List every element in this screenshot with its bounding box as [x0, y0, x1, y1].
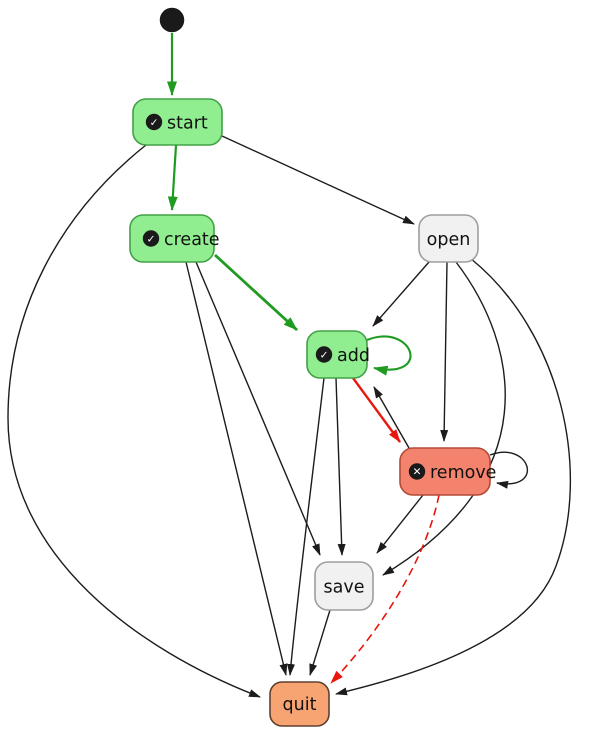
- node-remove-label: remove: [430, 463, 496, 483]
- check-circle-icon: [145, 113, 163, 131]
- edge-save-to-quit: [309, 609, 331, 676]
- edge-remove-to-save: [376, 494, 424, 554]
- edge-remove-self-loop: [489, 451, 529, 489]
- node-quit: quit: [269, 681, 330, 727]
- node-create-label: create: [164, 230, 220, 250]
- node-quit-label: quit: [283, 695, 317, 715]
- node-quit-box: [269, 681, 330, 727]
- x-glyph: ✕: [413, 466, 422, 478]
- initial-state-dot: [159, 7, 185, 33]
- edge-start-to-open: [221, 135, 415, 225]
- node-add-label: add: [337, 346, 370, 366]
- edge-layer: [7, 33, 571, 698]
- node-create-box: [129, 214, 215, 263]
- node-start-box: [132, 98, 223, 146]
- node-open-label: open: [427, 230, 471, 250]
- edge-open-to-save: [382, 261, 506, 576]
- edge-open-to-add: [372, 261, 430, 327]
- node-create: ✓ create: [129, 214, 220, 263]
- node-start: ✓ start: [132, 98, 223, 146]
- edge-start-to-create: [167, 144, 178, 211]
- edge-create-to-save: [195, 261, 321, 556]
- edge-add-to-save: [335, 377, 346, 556]
- edge-remove-to-add: [373, 386, 410, 449]
- edge-start-to-quit: [7, 144, 261, 698]
- node-open: open: [418, 214, 479, 263]
- edge-add-self-loop: [366, 335, 412, 376]
- check-glyph: ✓: [150, 117, 159, 129]
- edge-remove-to-quit: [330, 494, 440, 684]
- node-save: save: [314, 561, 374, 611]
- node-remove-box: [399, 447, 491, 496]
- x-circle-icon: [408, 463, 426, 480]
- node-save-box: [314, 561, 374, 611]
- edge-create-to-add: [214, 253, 298, 332]
- check-glyph: ✓: [147, 233, 156, 245]
- check-glyph: ✓: [320, 349, 329, 361]
- node-add-box: [306, 330, 368, 379]
- node-start-label: start: [167, 114, 208, 134]
- edge-open-to-quit: [335, 257, 571, 696]
- check-circle-icon: [315, 346, 333, 363]
- edge-add-to-remove: [352, 377, 401, 443]
- node-save-label: save: [324, 578, 365, 598]
- edge-add-to-quit: [287, 377, 325, 676]
- node-add: ✓ add: [306, 330, 370, 379]
- check-circle-icon: [142, 230, 160, 247]
- node-open-box: [418, 214, 479, 263]
- edge-open-to-remove: [440, 261, 449, 442]
- edge-create-to-quit: [185, 261, 288, 676]
- node-remove: ✕ remove: [399, 447, 496, 496]
- node-layer: ✓ start ✓ create open ✓ add ✕ remove: [129, 7, 496, 727]
